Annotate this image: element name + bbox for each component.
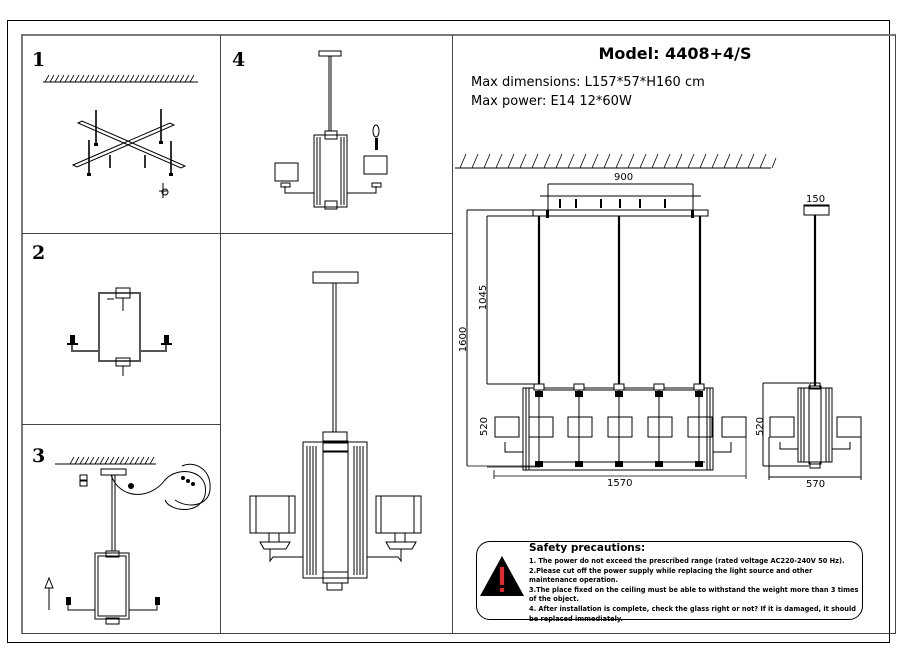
page-border	[7, 20, 890, 643]
panel-divider	[22, 233, 452, 234]
dim-total-length: 1570	[607, 478, 633, 489]
dim-canopy-width: 900	[614, 172, 634, 183]
safety-box	[476, 541, 863, 620]
step-number: 2	[32, 242, 46, 264]
safety-item: 2.Please cut off the power supply while …	[529, 566, 813, 585]
safety-item: 1. The power do not exceed the prescribe…	[529, 557, 845, 565]
panel-divider	[452, 35, 453, 634]
dim-canopy-depth: 150	[806, 194, 826, 205]
panel-divider	[220, 35, 221, 634]
step-number: 4	[232, 49, 246, 71]
model-title: Model: 4408+4/S	[598, 44, 752, 63]
safety-list: 1. The power do not exceed the prescribe…	[529, 557, 859, 624]
panel-divider	[22, 424, 220, 425]
content-frame	[21, 34, 896, 634]
dim-total-depth: 570	[806, 479, 826, 490]
max-dimensions: Max dimensions: L157*57*H160 cm	[471, 75, 705, 90]
safety-title: Safety precautions:	[529, 542, 646, 554]
ceiling-hatch-icon	[459, 153, 777, 169]
step-number: 1	[32, 49, 46, 71]
safety-item: 4. After installation is complete, check…	[529, 604, 856, 623]
max-power: Max power: E14 12*60W	[471, 94, 632, 109]
safety-item: 3.The place fixed on the ceiling must be…	[529, 585, 859, 604]
step-number: 3	[32, 445, 46, 467]
